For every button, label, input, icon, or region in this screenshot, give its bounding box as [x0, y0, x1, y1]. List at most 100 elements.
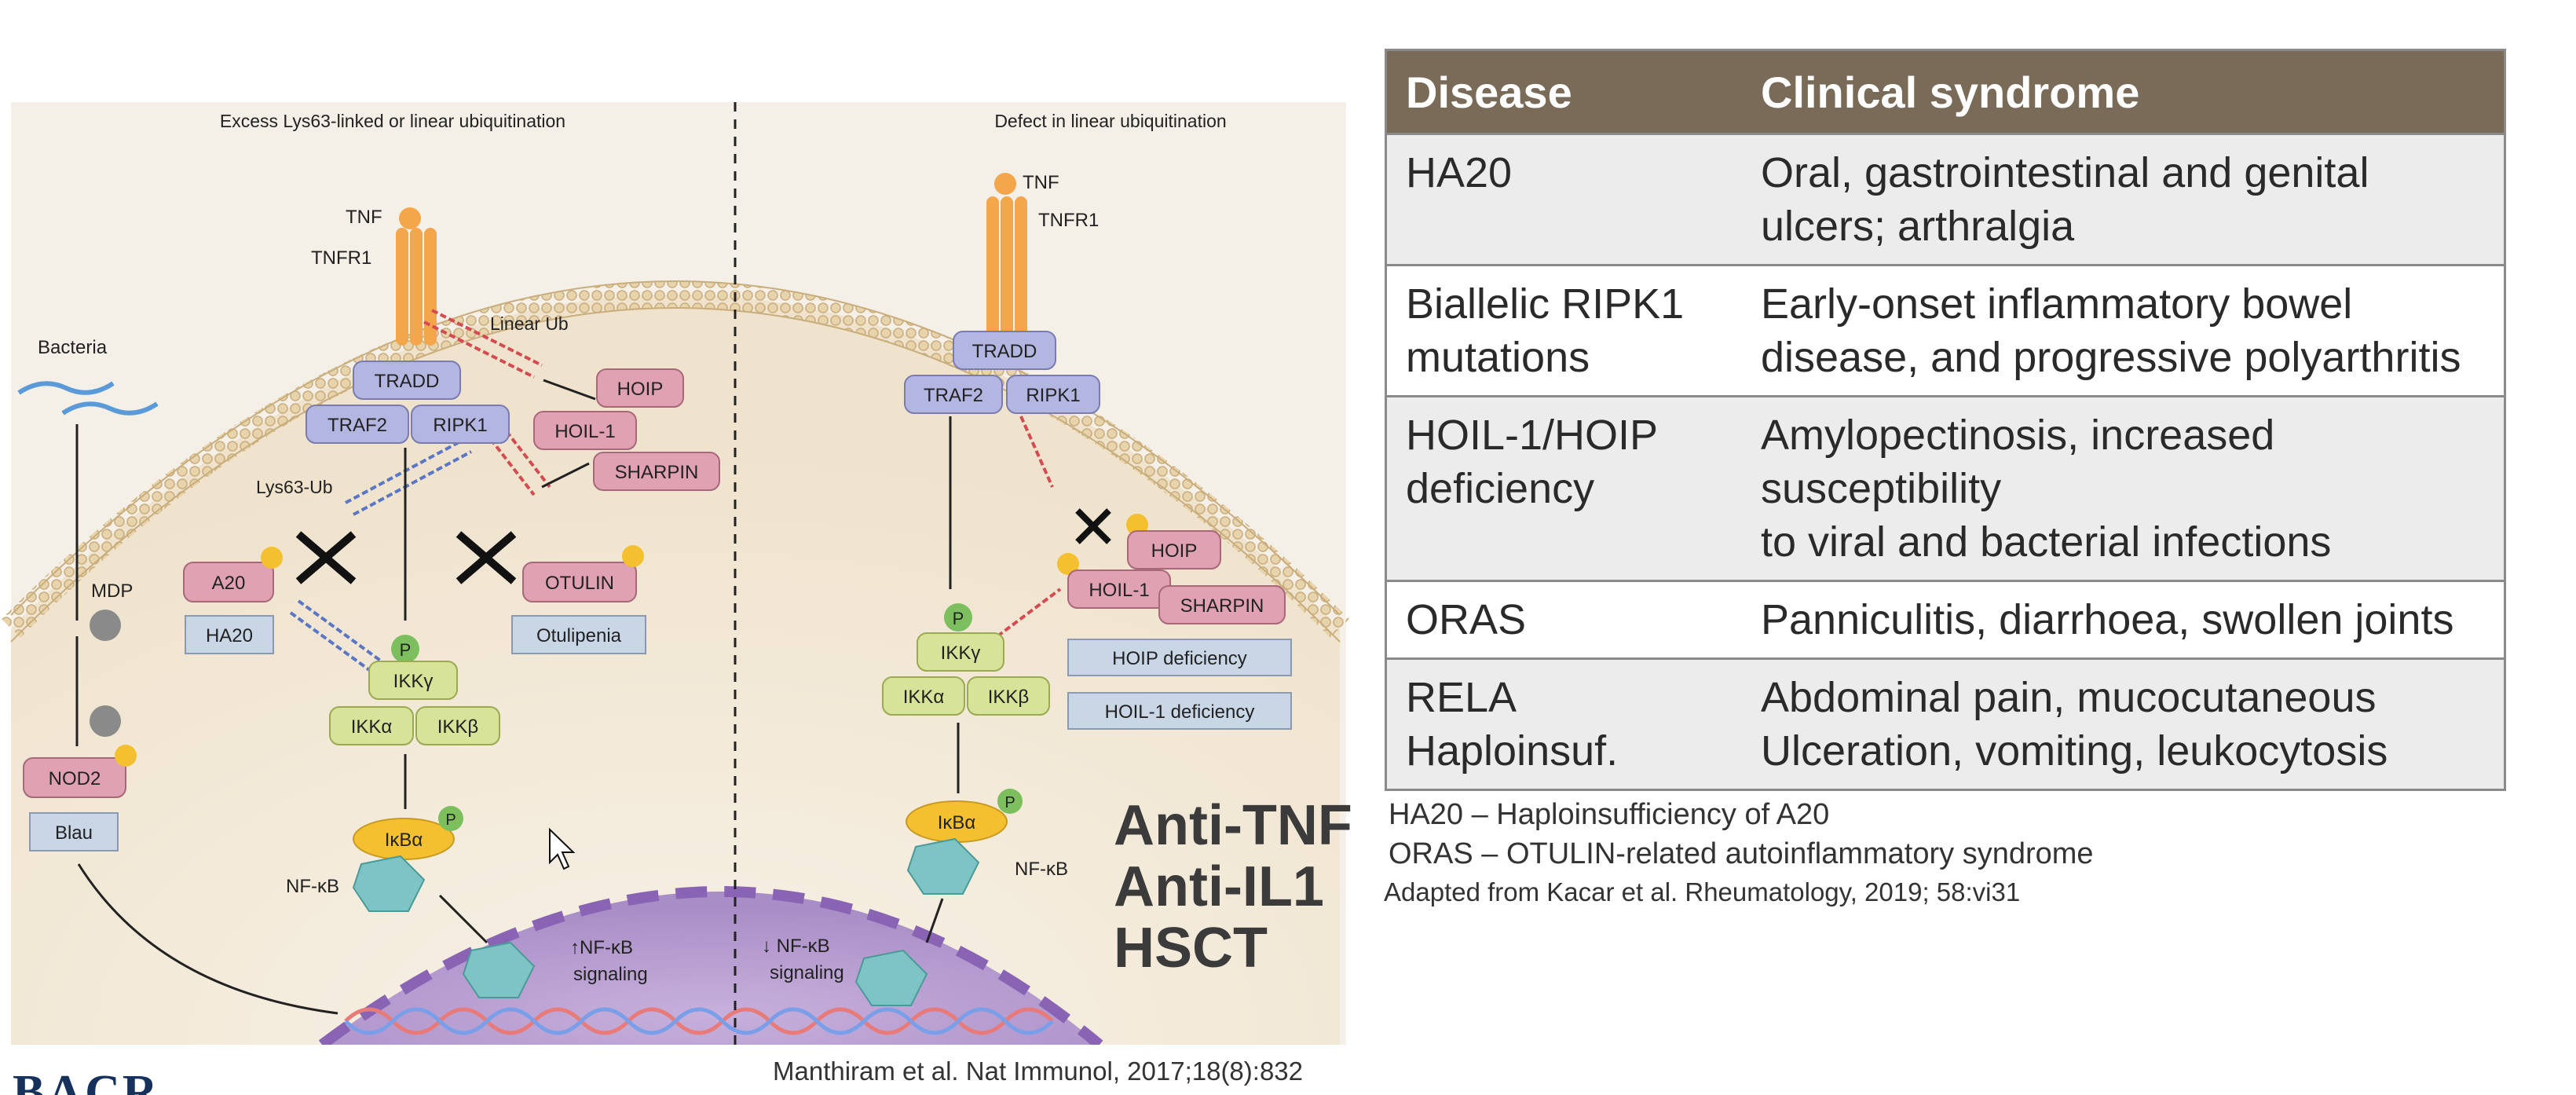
phospho-ikba-left: [438, 806, 463, 831]
blau-label: Blau: [55, 822, 93, 844]
a20-label: A20: [212, 573, 246, 594]
cytoplasm: [11, 295, 1340, 1045]
otulin-label: OTULIN: [545, 573, 614, 594]
mdp-icon: [90, 610, 121, 641]
hoil1-box-left: [533, 411, 637, 450]
adapted-from-citation: Adapted from Kacar et al. Rheumatology, …: [1384, 877, 2021, 906]
nfkb-label-right: NF-κB: [1015, 859, 1068, 880]
ripk1-label-right: RIPK1: [1026, 385, 1080, 406]
bacr-logo: BACR: [13, 1066, 160, 1095]
nfkb-down-signaling: signaling: [770, 962, 844, 983]
otulin-box: [522, 562, 637, 602]
disease-cell: HA20: [1385, 133, 1742, 266]
ikkg-label-left: IKKγ: [393, 671, 434, 692]
tnfr1-receptor-right: [986, 173, 1027, 338]
nod2-box: [23, 757, 126, 798]
tnfr1-receptor-left: [396, 207, 437, 346]
block-x-lubac: [1075, 508, 1111, 544]
ikba-label-right: IκBα: [938, 812, 976, 833]
tradd-label-left: TRADD: [375, 371, 440, 392]
mouse-cursor-icon: [549, 827, 576, 870]
a20-box: [183, 562, 274, 602]
ikkg-label-right: IKKγ: [941, 643, 981, 664]
tradd-box-right: [953, 331, 1056, 370]
nfkb-up-label: ↑NF-κB: [570, 937, 633, 958]
mutation-star-hoil1: [1057, 553, 1079, 575]
therapy-anti-tnf: Anti-TNF: [1114, 794, 1352, 857]
header-clinical-syndrome: Clinical syndrome: [1742, 49, 2505, 134]
table-footnotes: HA20 – Haploinsufficiency of A20 ORAS – …: [1384, 795, 2094, 911]
table-row: HOIL-1/HOIP deficiency Amylopectinosis, …: [1385, 395, 2505, 581]
therapy-anti-il1: Anti-IL1: [1114, 855, 1324, 918]
tradd-box-left: [353, 361, 461, 400]
ikka-label-right: IKKα: [903, 687, 945, 708]
mutation-star-otulin: [622, 545, 644, 567]
syndrome-cell: Early-onset inflammatory bowel disease, …: [1742, 264, 2505, 397]
lys63-ub-label: Lys63-Ub: [256, 477, 333, 497]
ha20-label: HA20: [206, 625, 253, 646]
ikba-label-left: IκBα: [385, 829, 423, 851]
lubac-arrow-left: [543, 379, 596, 401]
heading-left: Excess Lys63-linked or linear ubiquitina…: [220, 111, 565, 131]
disease-cell: RELA Haploinsuf.: [1385, 657, 1742, 790]
therapy-list: Anti-TNF Anti-IL1 HSCT: [1114, 795, 1352, 979]
header-disease: Disease: [1385, 49, 1742, 134]
nod2-arrow: [77, 863, 338, 1015]
hoip-label-right: HOIP: [1151, 540, 1198, 562]
nfkb-right: [906, 837, 980, 895]
linear-ub-chain-right: [1019, 416, 1054, 488]
hoil1-deficiency-label: HOIL-1 deficiency: [1105, 701, 1255, 723]
p-label-left: P: [400, 640, 412, 660]
ha20-box: [185, 615, 274, 654]
tnf-label-right: TNF: [1023, 172, 1059, 193]
cell-membrane: [1, 281, 1350, 638]
heading-right: Defect in linear ubiquitination: [994, 111, 1226, 131]
nucleus: [322, 892, 1100, 1045]
block-x-otulin: [456, 531, 517, 584]
disease-table: Disease Clinical syndrome HA20 Oral, gas…: [1385, 49, 2506, 791]
pathway-diagram: Excess Lys63-linked or linear ubiquitina…: [1, 102, 1350, 1045]
mutation-star-a20: [261, 547, 283, 569]
p-label-ikba-left: P: [445, 811, 456, 829]
p-label-right: P: [953, 609, 964, 628]
nfkb-nuclear-left: [462, 941, 536, 998]
table-row: Biallelic RIPK1 mutations Early-onset in…: [1385, 264, 2505, 397]
sharpin-label-right: SHARPIN: [1180, 595, 1264, 617]
traf2-box-right: [904, 375, 1003, 414]
tnf-label-left: TNF: [346, 207, 382, 228]
ikkb-box-right: [967, 676, 1050, 716]
nfkb-label-left: NF-κB: [286, 876, 339, 897]
mutation-star-nod2: [115, 745, 137, 767]
ikka-box-left: [329, 706, 414, 745]
bacteria-label: Bacteria: [38, 337, 108, 358]
footnote-ha20: HA20 – Haploinsufficiency of A20: [1389, 798, 1830, 831]
table-header-row: Disease Clinical syndrome: [1385, 49, 2505, 134]
phospho-ikba-right: [997, 789, 1023, 814]
hoip-box-right: [1127, 530, 1221, 569]
traf2-label-right: TRAF2: [924, 385, 983, 406]
ripk1-box-left: [411, 405, 510, 444]
traf2-label-left: TRAF2: [327, 415, 387, 436]
blau-box: [29, 812, 119, 851]
hoip-label-left: HOIP: [617, 379, 664, 400]
tnfr1-label-right: TNFR1: [1038, 210, 1099, 231]
hoip-deficiency-box: [1067, 639, 1292, 676]
ikkb-label-right: IKKβ: [988, 687, 1030, 708]
hoil1-deficiency-box: [1067, 692, 1292, 730]
nfkb-down-label: ↓ NF-κB: [762, 936, 830, 957]
disease-cell: HOIL-1/HOIP deficiency: [1385, 395, 1742, 581]
disease-cell: ORAS: [1385, 580, 1742, 659]
ikkb-label-left: IKKβ: [437, 716, 479, 738]
tnfr1-label-left: TNFR1: [311, 247, 371, 269]
otulipenia-label: Otulipenia: [536, 625, 622, 646]
phospho-left: [391, 635, 419, 663]
syndrome-cell: Oral, gastrointestinal and genital ulcer…: [1742, 133, 2505, 266]
block-x-a20: [295, 531, 357, 584]
otulipenia-box: [511, 615, 646, 654]
dna-icon: [344, 1007, 1054, 1035]
hoip-box-left: [596, 368, 684, 408]
figure-citation: Manthiram et al. Nat Immunol, 2017;18(8)…: [773, 1057, 1304, 1086]
therapy-hsct: HSCT: [1114, 917, 1268, 980]
mdp-icon-2: [90, 705, 121, 737]
linear-ub-label: Linear Ub: [490, 313, 569, 334]
